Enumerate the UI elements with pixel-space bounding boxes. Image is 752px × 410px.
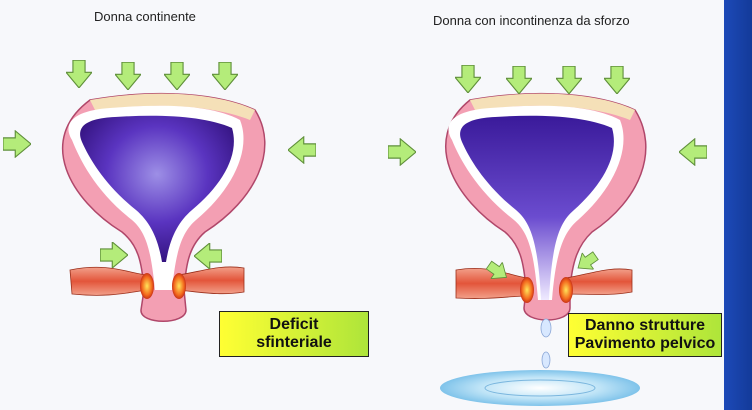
sphincter-right (172, 273, 186, 299)
bladder-top-layer (470, 93, 635, 120)
arrow-icon (3, 130, 31, 158)
right-label-line2: Pavimento pelvico (574, 335, 716, 352)
pelvic-muscle-right (565, 268, 633, 295)
arrow-icon (194, 243, 222, 269)
left-label-line2: sfinteriale (256, 334, 332, 351)
arrow-icon (66, 60, 92, 88)
puddle-icon (440, 370, 640, 406)
bladder-cavity (80, 115, 234, 263)
arrow-icon (164, 62, 190, 90)
left-label-line1: Deficit (269, 316, 319, 333)
arrow-icon (288, 136, 316, 164)
right-label-line1: Danno strutture (585, 317, 705, 334)
arrow-icon (556, 66, 582, 94)
arrow-icon (212, 62, 238, 90)
bladder-top-layer (90, 93, 255, 120)
left-label-box: Deficit sfinteriale (219, 311, 369, 357)
arrow-icon (388, 138, 416, 166)
slide-border (724, 0, 752, 410)
sphincter-left (520, 277, 534, 303)
arrow-icon (455, 65, 481, 93)
arrow-icon (604, 66, 630, 94)
water-drop-icon (540, 318, 552, 338)
arrow-icon (100, 242, 128, 268)
arrow-icon (115, 62, 141, 90)
left-bladder-diagram (3, 60, 316, 322)
right-label-box: Danno strutture Pavimento pelvico (568, 313, 722, 357)
bladder-cavity (460, 115, 614, 301)
left-panel-title: Donna continente (94, 9, 196, 24)
pelvic-muscle-left (69, 266, 149, 296)
water-drop-icon (541, 351, 551, 369)
sphincter-right (559, 277, 573, 303)
pelvic-muscle-right (177, 266, 245, 295)
right-panel-title: Donna con incontinenza da sforzo (433, 13, 630, 28)
right-bladder-diagram (388, 65, 707, 406)
arrow-icon (506, 66, 532, 94)
sphincter-left (140, 273, 154, 299)
puddle-icon (484, 379, 596, 397)
arrow-icon (679, 138, 707, 166)
